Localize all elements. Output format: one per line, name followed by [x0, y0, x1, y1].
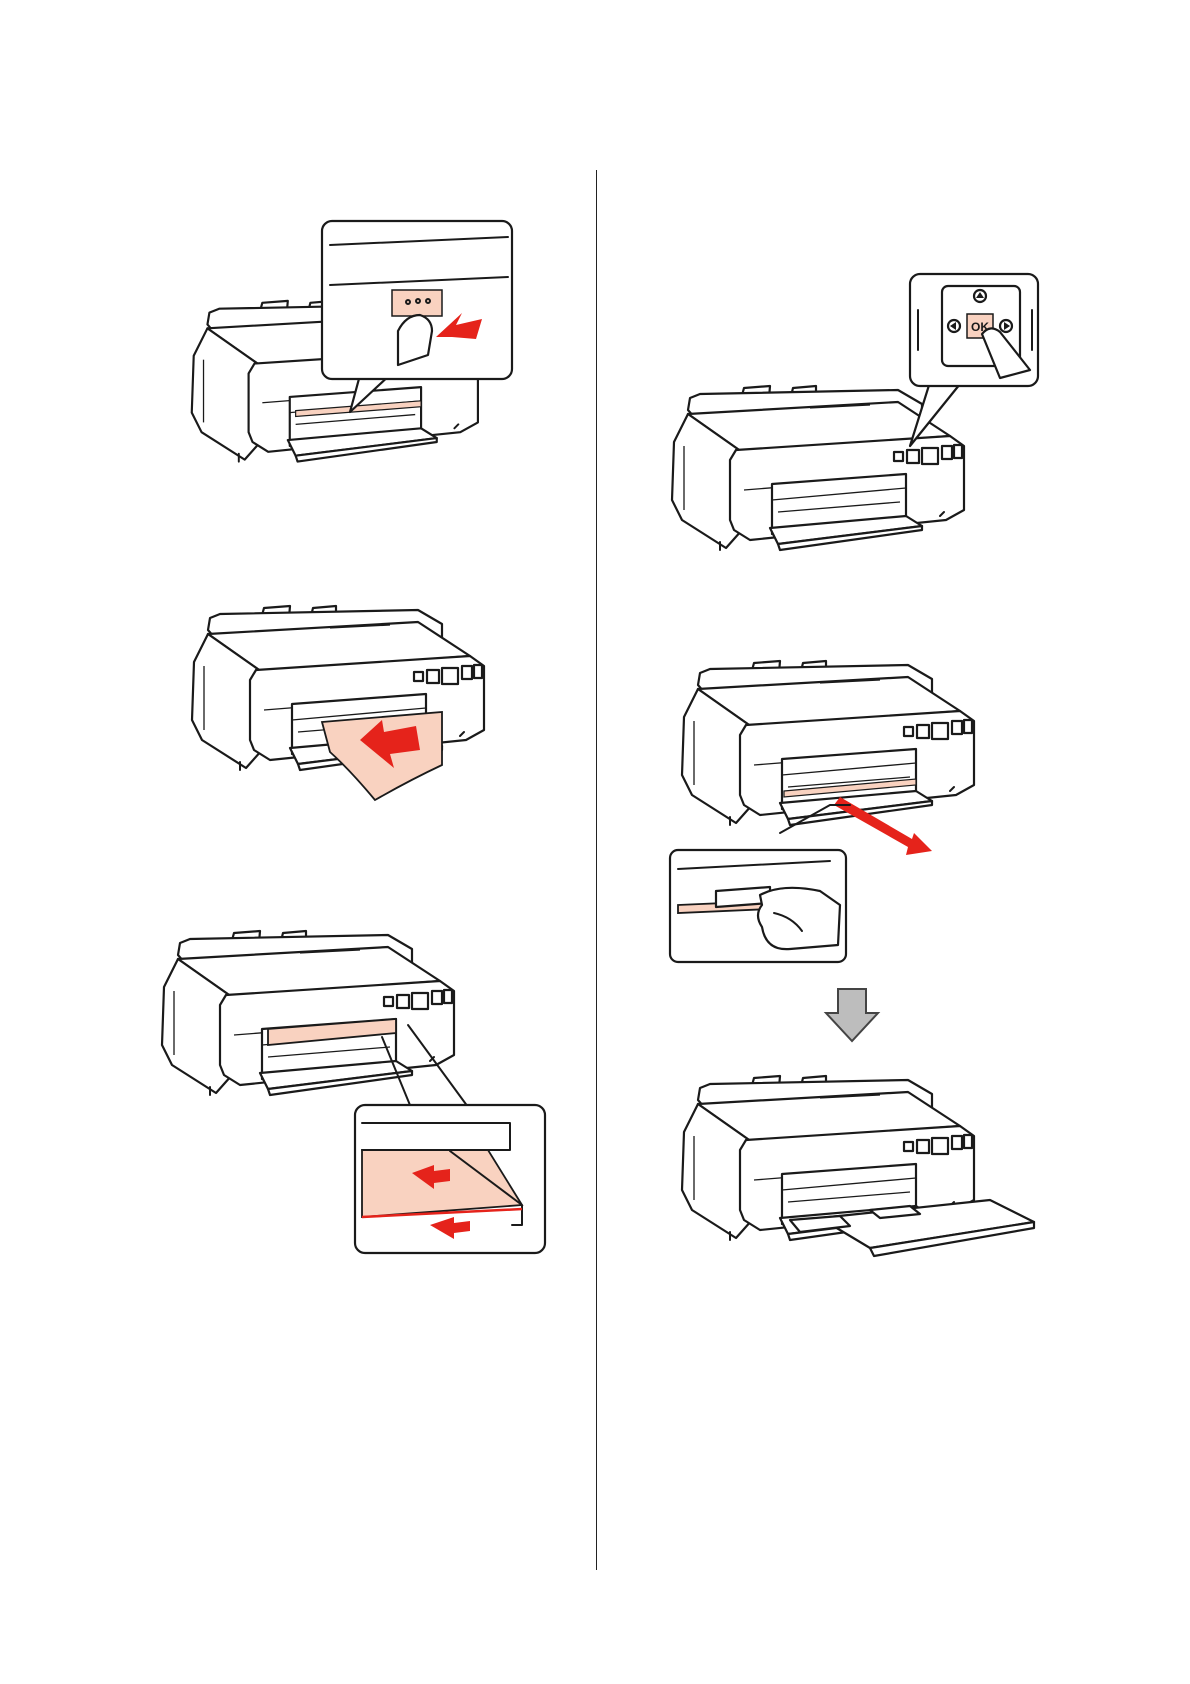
fig-press-paper-button	[170, 215, 520, 505]
fig-align-paper-guide	[150, 925, 550, 1255]
column-divider	[596, 170, 597, 1570]
fig-remove-paper	[670, 655, 990, 965]
fig-insert-paper	[180, 600, 500, 800]
fig-press-ok: OK	[660, 270, 1060, 590]
fig-printer-final	[670, 1070, 1040, 1270]
fig-next-step-arrow	[822, 985, 882, 1045]
